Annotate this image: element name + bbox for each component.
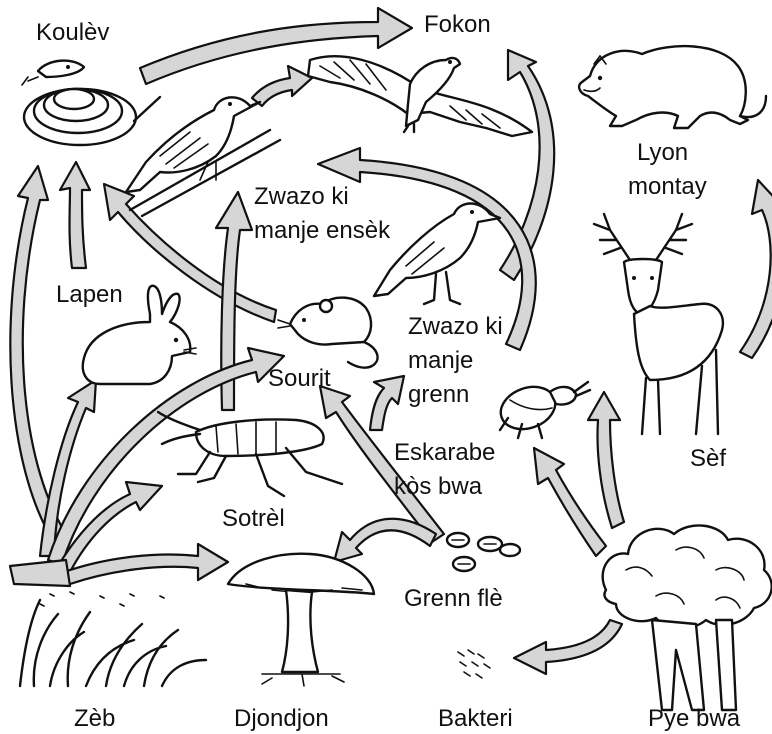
label-snake: Koulèv xyxy=(36,19,109,46)
label-hawk: Fokon xyxy=(424,11,491,38)
label-rabbit: Lapen xyxy=(56,281,123,308)
arrow-tree-to-deer xyxy=(588,392,624,528)
label-seed-bird-2: manje xyxy=(408,347,473,374)
arrow-grass-base xyxy=(10,560,70,586)
label-insect-bird-1: Zwazo ki xyxy=(254,183,349,210)
grasshopper-icon xyxy=(158,412,342,496)
mouse-icon xyxy=(278,298,378,368)
arrow-tree-to-bacteria xyxy=(514,620,622,674)
deer-icon xyxy=(594,214,723,434)
arrow-mouse-to-snake xyxy=(104,184,276,322)
label-seeds: Grenn flè xyxy=(404,585,503,612)
label-insect-bird-2: manje ensèk xyxy=(254,217,391,244)
arrow-deer-to-lion xyxy=(740,180,772,358)
label-grass: Zèb xyxy=(74,705,115,732)
label-seed-bird-3: grenn xyxy=(408,381,469,408)
label-deer: Sèf xyxy=(690,445,726,472)
arrow-seedbird-to-mouse xyxy=(370,376,404,430)
snake-icon xyxy=(22,61,160,145)
seeds-icon xyxy=(447,533,520,571)
arrow-tree-to-beetle xyxy=(534,448,606,556)
label-seed-bird-1: Zwazo ki xyxy=(408,313,503,340)
seed-bird-icon xyxy=(374,204,500,305)
grass-icon xyxy=(20,592,206,686)
label-mushroom: Djondjon xyxy=(234,705,329,732)
arrow-rabbit-to-snake xyxy=(60,162,90,268)
label-grasshopper: Sotrèl xyxy=(222,505,285,532)
label-beetle-1: Eskarabe xyxy=(394,439,495,466)
label-mountain-lion-2: montay xyxy=(628,173,707,200)
label-tree: Pye bwa xyxy=(648,705,741,732)
arrow-insectbird-to-hawk xyxy=(252,66,312,106)
label-beetle-2: kòs bwa xyxy=(394,473,483,500)
beetle-icon xyxy=(495,380,590,438)
mountain-lion-icon xyxy=(579,46,766,128)
arrow-seeds-to-mushroom xyxy=(334,519,436,562)
bacteria-icon xyxy=(458,650,490,678)
mushroom-icon xyxy=(228,554,374,686)
hawk-icon xyxy=(308,56,532,136)
tree-icon xyxy=(603,525,772,710)
label-mouse: Sourit xyxy=(268,365,331,392)
arrow-grass-to-mushroom xyxy=(64,544,228,584)
label-mountain-lion-1: Lyon xyxy=(637,139,688,166)
label-bacteria: Bakteri xyxy=(438,705,513,732)
